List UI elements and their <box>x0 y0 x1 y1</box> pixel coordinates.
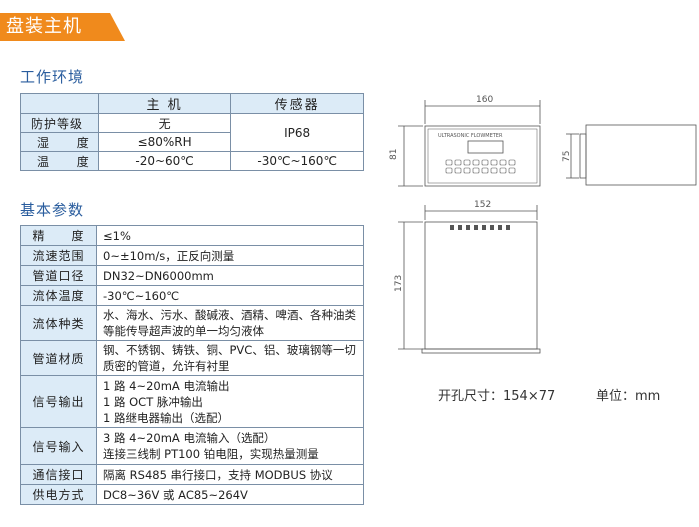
host-humidity: ≤80%RH <box>97 132 232 152</box>
table-row: 精 度 ≤1% <box>20 225 364 246</box>
header-sensor: 传感器 <box>230 93 364 114</box>
param-value: 钢、不锈钢、铸铁、铜、PVC、铝、玻璃钢等一切质密的管道，允许有衬里 <box>96 340 364 376</box>
header-empty-cell <box>20 93 99 114</box>
front-view-outline <box>424 125 541 187</box>
table-header-row: 主 机 传感器 <box>20 93 364 114</box>
param-label: 流体种类 <box>20 305 97 341</box>
front-height-label: 81 <box>389 149 399 160</box>
row-label-temperature: 温度 <box>20 151 99 171</box>
table-row: 管道材质 钢、不锈钢、铸铁、铜、PVC、铝、玻璃钢等一切质密的管道，允许有衬里 <box>20 340 364 376</box>
top-view-outline <box>424 221 538 350</box>
param-value: DC8~36V 或 AC85~264V <box>96 484 364 505</box>
table-row: 信号输出 1 路 4~20mA 电流输出 1 路 OCT 脉冲输出 1 路继电器… <box>20 375 364 428</box>
work-env-table: 主 机 传感器 防护等级 无 IP68 湿度 ≤80%RH 温度 -20~60℃… <box>20 93 364 171</box>
param-label: 精 度 <box>20 225 97 246</box>
input-line: 3 路 4~20mA 电流输入（选配） <box>103 431 276 445</box>
top-width-label: 152 <box>474 200 491 210</box>
output-line: 1 路 OCT 脉冲输出 <box>103 394 203 409</box>
side-view-outline <box>585 124 697 186</box>
input-line: 连接三线制 PT100 铂电阻，实现热量测量 <box>103 447 319 461</box>
table-row: 供电方式 DC8~36V 或 AC85~264V <box>20 484 364 505</box>
keypad <box>445 159 516 174</box>
table-row: 流体温度 -30℃~160℃ <box>20 285 364 306</box>
banner-title: 盘装主机 <box>6 16 82 37</box>
param-value: -30℃~160℃ <box>96 285 364 306</box>
host-temperature: -20~60℃ <box>97 151 232 171</box>
param-label: 管道口径 <box>20 265 97 286</box>
table-row: 流体种类 水、海水、污水、酸碱液、酒精、啤酒、各种油类等能传导超声波的单一均匀液… <box>20 305 364 341</box>
banner-shape <box>0 13 125 41</box>
table-row: 通信接口 隔离 RS485 串行接口，支持 MODBUS 协议 <box>20 464 364 485</box>
top-height-label: 173 <box>394 275 404 292</box>
front-view-panel <box>427 128 538 184</box>
display-window <box>467 140 504 154</box>
param-label: 信号输出 <box>20 375 97 428</box>
row-label-humidity: 湿度 <box>20 132 99 152</box>
param-value: 0~±10m/s，正反向测量 <box>96 245 364 266</box>
unit-label: 单位：mm <box>596 389 661 404</box>
param-label: 信号输入 <box>20 427 97 465</box>
row-label-protection: 防护等级 <box>20 113 99 133</box>
output-line: 1 路继电器输出（选配） <box>103 410 229 425</box>
header-host: 主 机 <box>97 93 232 114</box>
table-row: 湿度 ≤80%RH <box>20 132 364 152</box>
sensor-temperature: -30℃~160℃ <box>230 151 364 171</box>
params-title: 基本参数 <box>20 201 85 219</box>
sensor-protection: IP68 <box>230 113 364 152</box>
table-row: 信号输入 3 路 4~20mA 电流输入（选配） 连接三线制 PT100 铂电阻… <box>20 427 364 465</box>
work-env-title: 工作环境 <box>20 68 85 86</box>
param-value: DN32~DN6000mm <box>96 265 364 286</box>
params-table: 精 度 ≤1% 流速范围 0~±10m/s，正反向测量 管道口径 DN32~DN… <box>20 225 364 505</box>
table-row: 管道口径 DN32~DN6000mm <box>20 265 364 286</box>
param-value: 1 路 4~20mA 电流输出 1 路 OCT 脉冲输出 1 路继电器输出（选配… <box>96 375 364 428</box>
param-value: 隔离 RS485 串行接口，支持 MODBUS 协议 <box>96 464 364 485</box>
param-label: 管道材质 <box>20 340 97 376</box>
top-view-base <box>421 348 541 354</box>
param-value: 3 路 4~20mA 电流输入（选配） 连接三线制 PT100 铂电阻，实现热量… <box>96 427 364 465</box>
section-banner: 盘装主机 <box>0 13 125 41</box>
table-row: 流速范围 0~±10m/s，正反向测量 <box>20 245 364 266</box>
side-height-label: 75 <box>562 151 572 162</box>
param-value: 水、海水、污水、酸碱液、酒精、啤酒、各种油类等能传导超声波的单一均匀液体 <box>96 305 364 341</box>
table-row: 温度 -20~60℃ -30℃~160℃ <box>20 151 364 171</box>
cutout-size: 开孔尺寸：154×77 <box>438 389 556 404</box>
param-label: 通信接口 <box>20 464 97 485</box>
front-panel-label: ULTRASONIC FLOWMETER <box>438 133 503 139</box>
host-protection: 无 <box>97 113 232 133</box>
table-row: 防护等级 无 IP68 <box>20 113 364 152</box>
output-line: 1 路 4~20mA 电流输出 <box>103 378 230 393</box>
side-view-bezel <box>579 133 587 179</box>
param-value: ≤1% <box>96 225 364 246</box>
terminal-block <box>450 225 510 230</box>
param-label: 流速范围 <box>20 245 97 266</box>
param-label: 供电方式 <box>20 484 97 505</box>
param-label: 流体温度 <box>20 285 97 306</box>
front-width-label: 160 <box>476 95 493 105</box>
